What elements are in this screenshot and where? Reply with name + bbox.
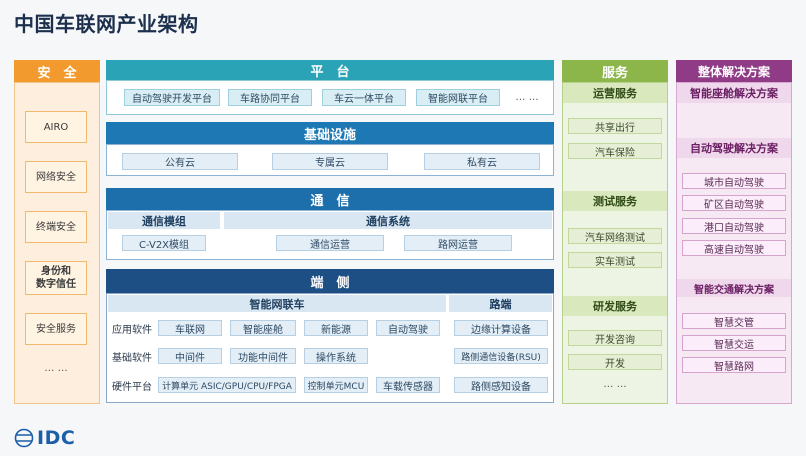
security-ellipsis: … … (44, 362, 68, 374)
svc-ops-insurance[interactable]: 汽车保险 (568, 143, 662, 159)
comm-system-label: 通信系统 (224, 212, 552, 229)
edge-hw-mcu[interactable]: 控制单元MCU (304, 377, 368, 393)
svc-test-network[interactable]: 汽车网络测试 (568, 228, 662, 244)
svc-rd-consulting[interactable]: 开发咨询 (568, 330, 662, 346)
edge-row-base-label: 基础软件 (112, 352, 152, 364)
svc-ops-title: 运营服务 (563, 83, 667, 103)
sol-auto-port[interactable]: 港口自动驾驶 (682, 218, 786, 234)
infra-item-dedicated-cloud[interactable]: 专属云 (272, 153, 388, 170)
sol-cockpit-title: 智能座舱解决方案 (677, 83, 791, 103)
svc-rd-title: 研发服务 (563, 296, 667, 316)
svc-rd-dev[interactable]: 开发 (568, 354, 662, 370)
sol-auto-mine[interactable]: 矿区自动驾驶 (682, 195, 786, 211)
comm-item-operation[interactable]: 通信运营 (276, 235, 384, 251)
platform-header: 平 台 (106, 60, 554, 80)
edge-header: 端 侧 (106, 269, 554, 293)
edge-app-new-energy[interactable]: 新能源 (304, 320, 368, 336)
edge-road-edge-computing[interactable]: 边缘计算设备 (454, 320, 548, 336)
svc-ellipsis: … … (603, 378, 627, 390)
solutions-header: 整体解决方案 (676, 60, 792, 82)
idc-logo-text: IDC (37, 427, 76, 449)
svc-test-vehicle[interactable]: 实车测试 (568, 252, 662, 268)
edge-app-iov[interactable]: 车联网 (158, 320, 222, 336)
security-item-airo: AIRO (25, 111, 87, 143)
security-item-identity: 身份和 数字信任 (25, 261, 87, 295)
platform-ellipsis: … … (515, 92, 539, 103)
edge-hw-sensor[interactable]: 车载传感器 (376, 377, 440, 393)
comm-item-cv2x[interactable]: C-V2X模组 (122, 235, 206, 251)
sol-autonomous-title: 自动驾驶解决方案 (677, 138, 791, 158)
edge-base-middleware[interactable]: 中间件 (158, 348, 222, 364)
security-item-network: 网络安全 (25, 161, 87, 193)
platform-item-v2x[interactable]: 车路协同平台 (228, 89, 312, 106)
edge-app-autonomous[interactable]: 自动驾驶 (376, 320, 440, 336)
services-header: 服务 (562, 60, 668, 82)
sol-traffic-road-network[interactable]: 智慧路网 (682, 357, 786, 373)
comm-module-label: 通信模组 (108, 212, 220, 229)
edge-base-os[interactable]: 操作系统 (304, 348, 368, 364)
idc-globe-icon (14, 428, 34, 448)
comm-item-road-network[interactable]: 路网运营 (404, 235, 512, 251)
edge-vehicle-label: 智能网联车 (108, 295, 446, 312)
svc-test-title: 测试服务 (563, 191, 667, 211)
edge-road-sensing[interactable]: 路侧感知设备 (454, 377, 548, 393)
platform-item-iov[interactable]: 智能网联平台 (416, 89, 500, 106)
svc-ops-sharing[interactable]: 共享出行 (568, 118, 662, 134)
edge-row-hw-label: 硬件平台 (112, 381, 152, 393)
infra-item-public-cloud[interactable]: 公有云 (122, 153, 238, 170)
platform-item-ad-dev[interactable]: 自动驾驶开发平台 (124, 89, 220, 106)
infra-item-private-cloud[interactable]: 私有云 (424, 153, 540, 170)
communication-header: 通 信 (106, 188, 554, 210)
platform-item-vehicle-cloud[interactable]: 车云一体平台 (322, 89, 406, 106)
edge-row-app-label: 应用软件 (112, 324, 152, 336)
sol-traffic-control[interactable]: 智慧交管 (682, 313, 786, 329)
sol-traffic-title: 智能交通解决方案 (677, 279, 791, 297)
sol-traffic-transport[interactable]: 智慧交运 (682, 335, 786, 351)
idc-logo: IDC (14, 427, 75, 449)
edge-app-cockpit[interactable]: 智能座舱 (230, 320, 296, 336)
infrastructure-header: 基础设施 (106, 122, 554, 144)
security-header: 安 全 (14, 60, 100, 82)
sol-auto-city[interactable]: 城市自动驾驶 (682, 173, 786, 189)
edge-base-func-middleware[interactable]: 功能中间件 (230, 348, 296, 364)
security-item-service: 安全服务 (25, 313, 87, 345)
edge-road-label: 路端 (449, 295, 552, 312)
sol-auto-highway[interactable]: 高速自动驾驶 (682, 240, 786, 256)
edge-hw-compute-unit[interactable]: 计算单元 ASIC/GPU/CPU/FPGA (158, 377, 296, 393)
edge-road-rsu[interactable]: 路侧通信设备(RSU) (454, 348, 548, 364)
security-item-terminal: 终端安全 (25, 211, 87, 243)
page-title: 中国车联网产业架构 (14, 12, 199, 36)
